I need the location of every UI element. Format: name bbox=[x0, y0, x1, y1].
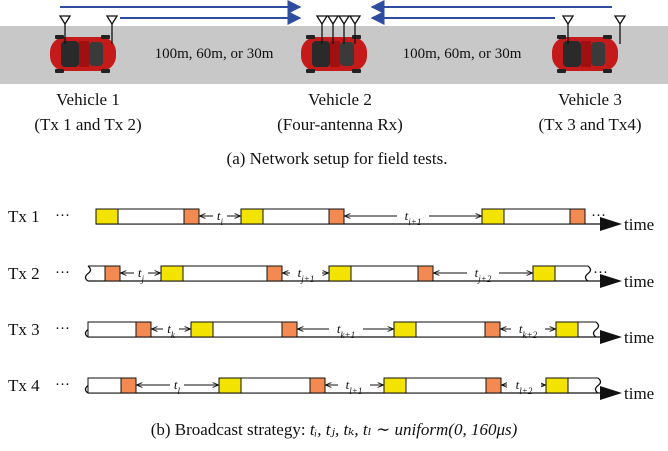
tx3-label: Tx 3 bbox=[8, 320, 40, 339]
ellipsis-start: ··· bbox=[55, 377, 70, 393]
packet-body bbox=[87, 321, 137, 338]
packet-yellow bbox=[555, 321, 579, 338]
gap-label: tj bbox=[138, 265, 145, 284]
gap-label: tk+1 bbox=[337, 321, 355, 340]
ellipsis-start: ··· bbox=[55, 265, 70, 281]
packet-body bbox=[212, 321, 283, 338]
ellipsis-start: ··· bbox=[55, 321, 70, 337]
packet-yellow bbox=[393, 321, 417, 338]
packet-body bbox=[415, 321, 486, 338]
packet-body bbox=[87, 377, 122, 394]
packet-yellow bbox=[190, 321, 214, 338]
distance-label-right: 100m, 60m, or 30m bbox=[403, 46, 522, 62]
gap-label: ti bbox=[217, 208, 224, 227]
gap-label: tk+2 bbox=[519, 321, 538, 340]
break-mark bbox=[592, 321, 600, 338]
packet-orange bbox=[417, 265, 434, 282]
packet-orange bbox=[266, 265, 283, 282]
timeline-row-tx3: Tx 3 ··· tk tk+1 tk+2 time bbox=[8, 320, 654, 347]
distance-label-left: 100m, 60m, or 30m bbox=[155, 46, 274, 62]
gap-label: tl+2 bbox=[516, 377, 533, 396]
packet-yellow bbox=[328, 265, 352, 282]
gap-label: ti+1 bbox=[405, 208, 422, 227]
time-label: time bbox=[624, 384, 654, 403]
packet-yellow bbox=[532, 265, 556, 282]
gap-label: tj+2 bbox=[475, 265, 492, 284]
time-label: time bbox=[624, 328, 654, 347]
packet-orange bbox=[104, 265, 121, 282]
vehicle-2-name: Vehicle 2 bbox=[308, 90, 372, 109]
time-arrowhead bbox=[600, 274, 622, 288]
vehicle-2-car bbox=[301, 15, 367, 73]
tx4-label: Tx 4 bbox=[8, 376, 40, 395]
vehicle-1-role: (Tx 1 and Tx 2) bbox=[34, 115, 141, 134]
time-arrowhead bbox=[600, 217, 622, 231]
packet-body bbox=[240, 377, 311, 394]
packet-yellow bbox=[218, 377, 242, 394]
packet-body bbox=[503, 208, 571, 225]
break-mark bbox=[84, 265, 92, 282]
gap-label: tj+1 bbox=[298, 265, 315, 284]
packet-body bbox=[405, 377, 487, 394]
time-label: time bbox=[624, 272, 654, 291]
packet-orange bbox=[484, 321, 501, 338]
packet-orange bbox=[485, 377, 502, 394]
broadcast-timeline-panel: Tx 1 ··· ti ti+1 ··· time Tx 2 ··· bbox=[8, 207, 654, 439]
time-arrowhead bbox=[600, 386, 622, 400]
packet-body bbox=[350, 265, 419, 282]
packet-yellow bbox=[383, 377, 407, 394]
ellipsis-start: ··· bbox=[55, 208, 70, 224]
break-mark bbox=[594, 377, 602, 394]
break-mark bbox=[584, 265, 592, 282]
packet-yellow bbox=[481, 208, 505, 225]
vehicle-1-name: Vehicle 1 bbox=[56, 90, 120, 109]
packet-orange bbox=[120, 377, 137, 394]
gap-label: tl bbox=[174, 377, 181, 396]
packet-orange bbox=[328, 208, 345, 225]
network-setup-panel: 100m, 60m, or 30m 100m, 60m, or 30m Vehi… bbox=[0, 0, 668, 168]
packet-yellow bbox=[160, 265, 184, 282]
time-label: time bbox=[624, 215, 654, 234]
packet-yellow bbox=[240, 208, 264, 225]
tx1-label: Tx 1 bbox=[8, 207, 40, 226]
gap-label: tk bbox=[167, 321, 176, 340]
packet-orange bbox=[183, 208, 200, 225]
packet-orange bbox=[281, 321, 298, 338]
packet-yellow bbox=[545, 377, 569, 394]
vehicle-2-role: (Four-antenna Rx) bbox=[277, 115, 403, 134]
vehicle-3-name: Vehicle 3 bbox=[558, 90, 622, 109]
caption-a: (a) Network setup for field tests. bbox=[227, 149, 448, 168]
packet-yellow bbox=[95, 208, 119, 225]
caption-b-math: tᵢ, tⱼ, tₖ, tₗ ∼ uniform(0, 160μs) bbox=[310, 420, 518, 439]
packet-orange bbox=[135, 321, 152, 338]
packet-orange bbox=[569, 208, 586, 225]
packet-body bbox=[262, 208, 330, 225]
packet-body bbox=[182, 265, 268, 282]
caption-b: (b) Broadcast strategy: tᵢ, tⱼ, tₖ, tₗ ∼… bbox=[151, 420, 518, 439]
caption-b-text: (b) Broadcast strategy: bbox=[151, 420, 310, 439]
time-arrowhead bbox=[600, 330, 622, 344]
timeline-row-tx2: Tx 2 ··· tj tj+1 tj+2 ··· bbox=[8, 264, 654, 291]
vehicle-3-car bbox=[552, 15, 626, 73]
vehicle-3-role: (Tx 3 and Tx4) bbox=[538, 115, 641, 134]
timeline-row-tx1: Tx 1 ··· ti ti+1 ··· time bbox=[8, 207, 654, 234]
packet-orange bbox=[309, 377, 326, 394]
tx2-label: Tx 2 bbox=[8, 264, 40, 283]
gap-label: tl+1 bbox=[346, 377, 363, 396]
timeline-row-tx4: Tx 4 ··· tl tl+1 tl+2 time bbox=[8, 376, 654, 403]
vehicle-1-car bbox=[50, 15, 118, 73]
packet-body bbox=[117, 208, 185, 225]
